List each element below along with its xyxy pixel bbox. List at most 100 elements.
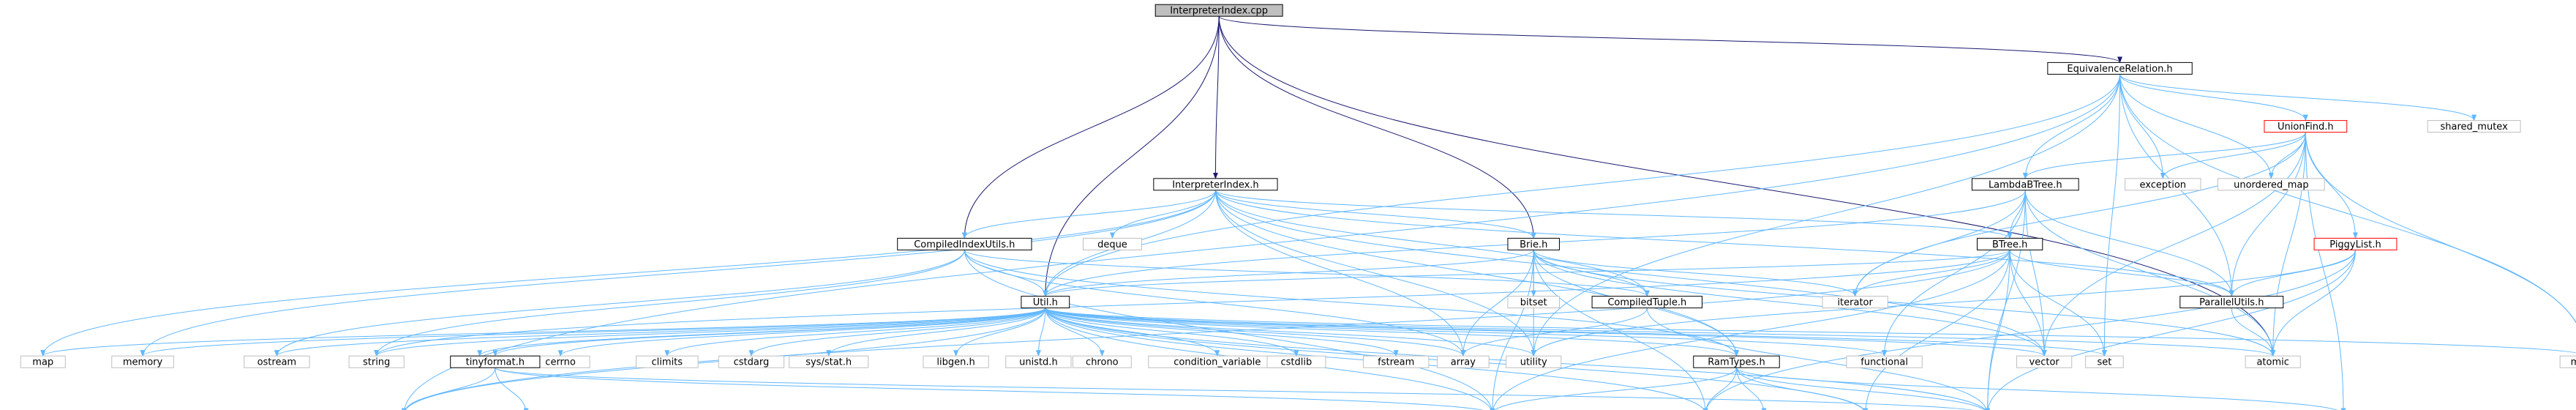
edge-util_h-to-cstdlib — [1045, 308, 1299, 357]
edge-interpreter_index_h-to-brie_h — [1214, 190, 1536, 239]
edge-util_h-to-mutex — [1045, 308, 2576, 354]
node-fstream: fstream — [1363, 355, 1430, 368]
edge-tinyformat_h-to-algorithm — [401, 368, 496, 410]
node-compiled-index-utils-h[interactable]: CompiledIndexUtils.h — [897, 237, 1032, 250]
edge-interpreter_index_h-to-btree_h — [1214, 190, 2013, 239]
node-label: map — [32, 357, 53, 368]
edge-ram_types_h-to-cstdint — [1736, 368, 1767, 410]
node-string: string — [348, 355, 405, 368]
edge-util_h-to-array — [1045, 308, 1466, 357]
node-util-h[interactable]: Util.h — [1021, 296, 1070, 309]
node-set: set — [2085, 355, 2124, 368]
node-box — [923, 355, 989, 368]
edge-btree_h-to-set — [2009, 250, 2107, 357]
node-ram-types-h[interactable]: RamTypes.h — [1693, 355, 1780, 368]
node-btree-h[interactable]: BTree.h — [1977, 237, 2043, 250]
edge-interpreter_index_cpp-to-brie_h — [1218, 16, 1536, 239]
edge-lambda_btree_h-to-atomic — [2024, 190, 2276, 357]
node-parallel-utils-h[interactable]: ParallelUtils.h — [2179, 296, 2284, 309]
edge-util_h-to-libgen_h — [953, 308, 1046, 357]
node-cstdlib: cstdlib — [1266, 355, 1326, 368]
edge-btree_h-to-util_h — [1043, 249, 2010, 297]
node-tinyformat-h[interactable]: tinyformat.h — [450, 355, 541, 368]
node-box — [244, 355, 310, 368]
edge-equivalence_relation_h-to-mutex — [2119, 74, 2576, 324]
node-box — [348, 355, 405, 368]
edge-util_h-to-map — [40, 308, 1046, 357]
edge-piggy_list_h-to-atomic — [2270, 250, 2356, 357]
edges — [40, 15, 2576, 410]
edge-equivalence_relation_h-to-lambda_btree_h — [2022, 74, 2121, 179]
node-memory: memory — [111, 355, 174, 368]
edge-interpreter_index_cpp-to-equivalence_relation_h — [1218, 15, 2122, 64]
node-box — [2264, 120, 2348, 133]
node-label: libgen.h — [936, 357, 975, 368]
node-box — [20, 355, 66, 368]
edge-parallel_utils_h-to-atomic — [2231, 308, 2276, 357]
node-box — [1822, 296, 1888, 309]
node-box — [1846, 355, 1923, 368]
edge-brie_h-to-cassert — [1490, 250, 1534, 410]
node-box — [789, 355, 869, 368]
nodes: InterpreterIndex.cppEquivalenceRelation.… — [20, 4, 2576, 368]
node-label: cstdlib — [1281, 357, 1313, 368]
edge-interpreter_index_h-to-map — [40, 190, 1216, 357]
edge-compiled_index_utils_h-to-cassert — [964, 250, 1495, 410]
node-piggy-list-h[interactable]: PiggyList.h — [2313, 237, 2397, 250]
node-label: UnionFind.h — [2278, 122, 2334, 133]
edge-btree_h-to-iostream — [1985, 250, 2010, 410]
edge-interpreter_index_h-to-ram_types_h — [1214, 190, 1739, 357]
edge-btree_h-to-vector — [2009, 250, 2047, 357]
edge-btree_h-to-algorithm — [401, 250, 2010, 410]
node-compiled-tuple-h[interactable]: CompiledTuple.h — [1591, 296, 1703, 309]
edge-tinyformat_h-to-cassert — [495, 367, 1495, 410]
edge-btree_h-to-type_traits — [1863, 250, 2010, 410]
node-interpreter-index-cpp[interactable]: InterpreterIndex.cpp — [1154, 4, 1283, 17]
node-equivalence-relation-h[interactable]: EquivalenceRelation.h — [2047, 61, 2193, 75]
node-box — [1083, 237, 1142, 250]
node-label: tinyformat.h — [466, 357, 525, 368]
edge-compiled_index_utils_h-to-string — [374, 250, 965, 357]
edge-ram_types_h-to-limits — [1736, 367, 2346, 410]
node-box — [450, 355, 541, 368]
edge-lambda_btree_h-to-functional — [1882, 190, 2026, 357]
node-box — [1153, 178, 1278, 191]
node-label: deque — [1097, 239, 1127, 250]
node-shared-mutex: shared_mutex — [2427, 120, 2521, 133]
node-atomic: atomic — [2245, 355, 2301, 368]
edge-util_h-to-utility — [1045, 308, 1536, 357]
node-box — [897, 237, 1032, 250]
edge-union_find_h-to-parallel_utils_h — [2228, 132, 2306, 297]
node-interpreter-index-h[interactable]: InterpreterIndex.h — [1153, 178, 1278, 191]
node-deque: deque — [1083, 237, 1142, 250]
edge-util_h-to-string — [374, 308, 1046, 357]
node-box — [1154, 4, 1283, 17]
node-box — [1591, 296, 1703, 309]
node-label: condition_variable — [1174, 357, 1261, 368]
node-label: Brie.h — [1520, 239, 1547, 250]
edge-util_h-to-vector — [1045, 308, 2047, 357]
edge-interpreter_index_h-to-deque — [1109, 190, 1216, 239]
edge-union_find_h-to-iterator — [1852, 132, 2306, 297]
edge-interpreter_index_h-to-compiled_tuple_h — [1214, 190, 1650, 297]
node-label: EquivalenceRelation.h — [2067, 64, 2172, 75]
node-unordered-map: unordered_map — [2218, 178, 2325, 191]
node-box — [636, 355, 699, 368]
edge-ram_types_h-to-type_traits — [1736, 368, 1869, 410]
edge-piggy_list_h-to-cstring — [1702, 250, 2356, 410]
node-sys-stat-h: sys/stat.h — [789, 355, 869, 368]
edge-union_find_h-to-exception — [2160, 132, 2306, 179]
node-box — [1437, 355, 1490, 368]
node-label: functional — [1860, 357, 1908, 368]
node-condition-variable: condition_variable — [1148, 355, 1287, 368]
node-lambda-btree-h[interactable]: LambdaBTree.h — [1971, 178, 2079, 191]
node-union-find-h[interactable]: UnionFind.h — [2264, 120, 2348, 133]
node-label: CompiledTuple.h — [1607, 297, 1686, 308]
node-box — [2427, 120, 2521, 133]
edge-util_h-to-cerrno — [557, 308, 1046, 357]
edge-btree_h-to-parallel_utils_h — [2009, 250, 2234, 297]
node-label: bitset — [1520, 297, 1547, 308]
node-vector: vector — [2016, 355, 2073, 368]
node-brie-h[interactable]: Brie.h — [1507, 237, 1560, 250]
edge-util_h-to-atomic — [1045, 308, 2275, 357]
